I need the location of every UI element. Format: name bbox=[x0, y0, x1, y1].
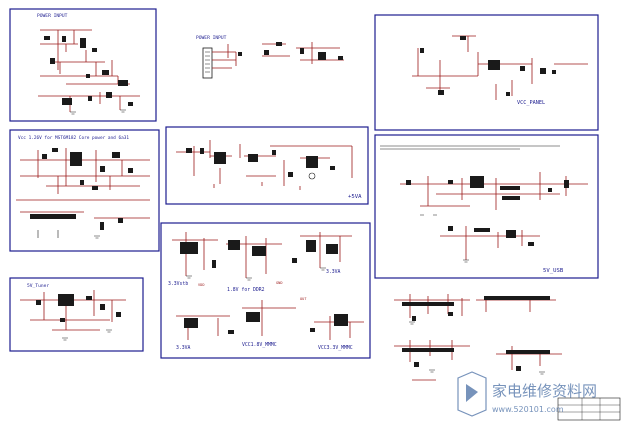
block-vcc-panel: VCC_PANEL bbox=[374, 14, 599, 131]
block-title: 5V_USB bbox=[543, 268, 564, 274]
rail-label: VCC3.3V_MMMC bbox=[318, 345, 353, 351]
block-title: VCC_PANEL bbox=[517, 100, 545, 106]
block-5v-usb: 5V_USB bbox=[374, 134, 599, 279]
rail-label: 3.3Vstb bbox=[168, 281, 188, 287]
rail-label: 1.8V for DDR2 bbox=[227, 287, 265, 293]
block-vcc-core: Vcc 1.26V for MST6M182 Core power and 6a… bbox=[9, 129, 160, 252]
block-power-input-center: POWER INPUT bbox=[196, 35, 344, 79]
net-label: GND bbox=[276, 281, 283, 285]
rail-label: 3.3VA bbox=[176, 345, 191, 351]
block-title: +5VA bbox=[348, 194, 362, 200]
rail-label: VCC1.8V_MMMC bbox=[242, 342, 277, 348]
rail-label: 3.3VA bbox=[326, 269, 341, 275]
block-5v-tuner: 5V_Tuner bbox=[9, 277, 144, 352]
block-title: POWER INPUT bbox=[196, 35, 227, 41]
block-5va: +5VA bbox=[165, 126, 369, 205]
net-label: VDD bbox=[198, 283, 205, 287]
watermark-text: 家电维修资料网 bbox=[492, 382, 597, 400]
net-label: OUT bbox=[300, 297, 307, 301]
watermark-url: www.520101.com bbox=[492, 405, 564, 414]
block-title: POWER INPUT bbox=[37, 13, 68, 19]
block-ddr-power: 3.3Vstb VDD 1.8V for DDR2 GND 3.3VA 3.3V… bbox=[160, 222, 371, 359]
block-title: Vcc 1.26V for MST6M182 Core power and 6a… bbox=[18, 135, 129, 141]
misc-bottom-right bbox=[394, 294, 621, 421]
block-power-input-left: POWER INPUT bbox=[9, 8, 157, 122]
block-title: 5V_Tuner bbox=[27, 283, 49, 289]
watermark-logo bbox=[457, 371, 487, 417]
watermark: 家电维修资料网 www.520101.com bbox=[457, 371, 597, 417]
